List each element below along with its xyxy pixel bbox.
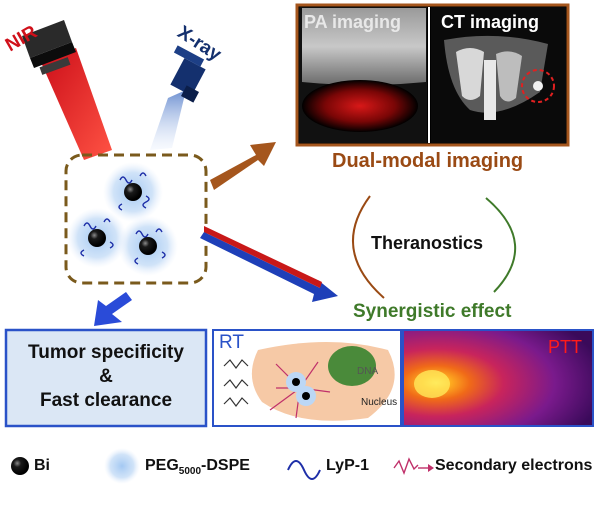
dual-modal-imaging-label: Dual-modal imaging <box>332 150 524 172</box>
theranostics-arc-right <box>485 197 516 293</box>
theranostics-arc-left <box>351 195 385 299</box>
nanoparticle-cluster <box>67 162 178 276</box>
ampersand-line: & <box>99 366 113 387</box>
nanoparticle-box <box>64 153 208 285</box>
therapy-arrow-red <box>204 226 322 288</box>
peg-legend-icon <box>104 448 140 484</box>
tumor-box <box>4 328 208 428</box>
bi-legend-icon <box>11 457 29 475</box>
legend-lyp-label: LyP-1 <box>326 457 369 474</box>
legend-peg-label: PEG5000-DSPE <box>145 457 250 478</box>
xray-source-icon <box>150 45 206 150</box>
imaging-arrow <box>210 142 276 190</box>
synergistic-effect-label: Synergistic effect <box>353 301 512 322</box>
ptt-panel <box>402 329 594 427</box>
nucleus-label: Nucleus <box>361 397 398 408</box>
rt-panel <box>212 329 402 427</box>
legend-secondary-electrons-label: Secondary electrons <box>435 457 593 474</box>
tumor-box-text: Tumor specificity & Fast clearance <box>12 341 200 413</box>
fast-clearance-line: Fast clearance <box>39 390 173 411</box>
ct-image <box>431 7 566 143</box>
rt-label: RT <box>219 332 244 353</box>
therapy-arrow <box>200 232 338 302</box>
theranostics-label: Theranostics <box>371 233 484 253</box>
ct-imaging-label: CT imaging <box>441 12 539 32</box>
tumor-specificity-line: Tumor specificity <box>28 342 184 363</box>
ptt-label: PTT <box>548 337 582 357</box>
nir-laser-icon <box>22 20 112 160</box>
lyp-legend-icon <box>287 460 321 480</box>
pa-imaging-label: PA imaging <box>304 12 402 32</box>
blue-down-arrow <box>94 292 132 326</box>
secondary-electrons-legend-icon <box>393 457 434 475</box>
pa-image <box>299 7 427 143</box>
dna-label: DNA <box>357 366 379 377</box>
legend-bi-label: Bi <box>34 457 50 474</box>
